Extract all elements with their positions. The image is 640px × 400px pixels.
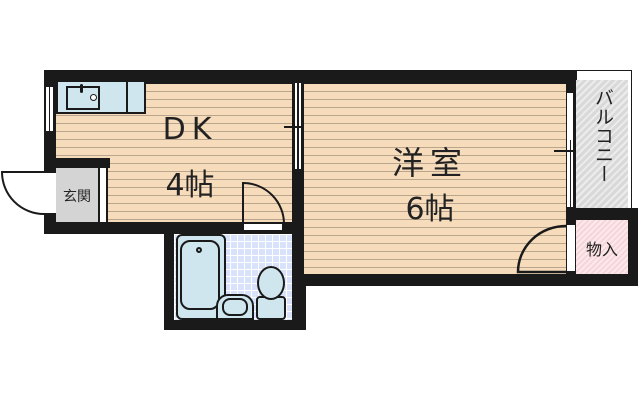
entrance-label: 玄関	[63, 189, 91, 205]
outer-wall-top	[44, 70, 576, 84]
washbasin-inner	[222, 298, 248, 316]
storage-label: 物入	[585, 240, 618, 259]
western-bottom-wall	[292, 274, 638, 286]
sliding-door-handle	[284, 126, 312, 128]
storage-right-wall	[628, 208, 638, 286]
dk-room-size: 4帖	[165, 168, 215, 203]
counter-divider	[126, 82, 128, 114]
storage-door-opening	[566, 224, 576, 272]
western-floor	[304, 84, 566, 274]
balcony-window-line	[570, 140, 571, 208]
storage-door-swing-icon	[516, 224, 567, 274]
balcony-area	[576, 80, 628, 210]
entrance-door-opening	[44, 172, 56, 214]
storage-top-wall	[566, 208, 638, 220]
toilet-bowl-icon	[257, 266, 285, 300]
entrance-floor	[56, 168, 98, 222]
western-room-name: 洋室	[391, 144, 468, 182]
bath-door-swing-icon	[242, 181, 285, 225]
entrance-door-swing-icon	[0, 171, 45, 215]
storage-area	[576, 220, 628, 274]
balcony-label: バルコニー	[592, 88, 614, 183]
faucet-icon	[80, 84, 83, 93]
dk-window-line	[49, 86, 50, 132]
western-room-size: 6帖	[405, 192, 455, 227]
balcony-window-handle	[554, 150, 584, 152]
entrance-step	[98, 168, 108, 222]
drain-icon	[90, 94, 97, 101]
entrance-top-wall	[44, 158, 110, 168]
bathtub-drain	[196, 247, 202, 253]
bathtub-inner	[180, 240, 220, 310]
dk-room-name: DK	[162, 112, 218, 147]
